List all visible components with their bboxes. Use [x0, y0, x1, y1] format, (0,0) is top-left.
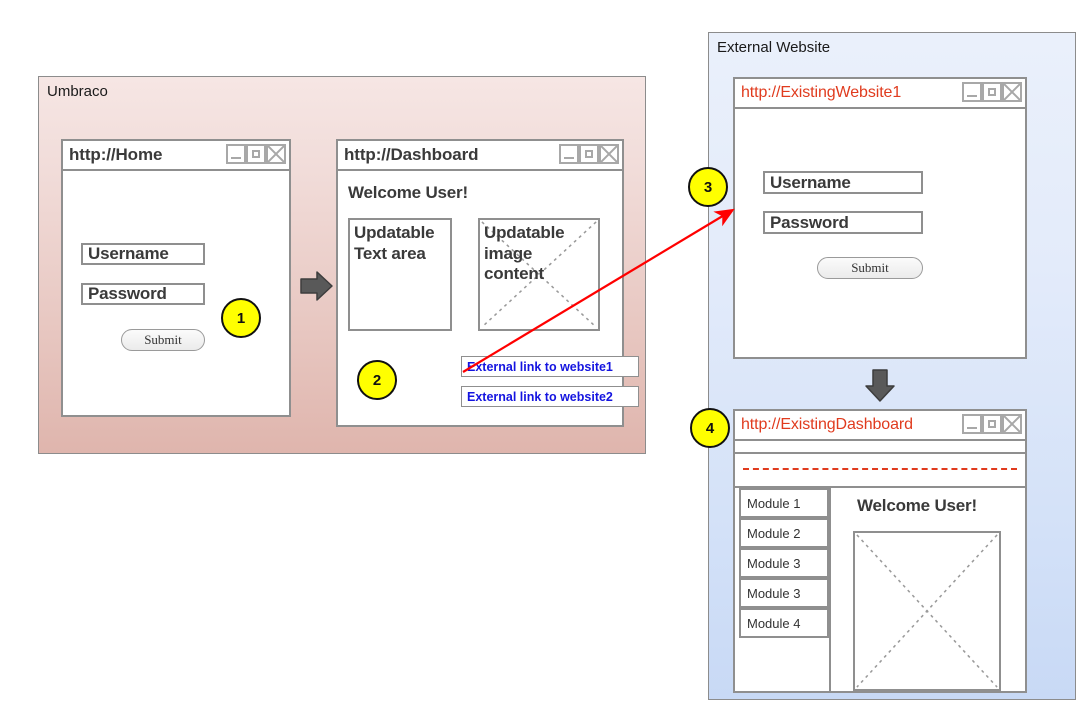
badge-2: 2: [357, 360, 397, 400]
red-dashed-divider: [743, 468, 1017, 470]
minimize-icon[interactable]: [559, 144, 579, 164]
img-line-2: image: [484, 243, 533, 263]
updatable-text-area-label: Updatable Text area: [350, 220, 450, 264]
badge-3: 3: [688, 167, 728, 207]
password-field[interactable]: Password: [763, 211, 923, 234]
external-link-website2[interactable]: External link to website2: [461, 386, 639, 407]
dashboard-welcome-text: Welcome User!: [348, 183, 468, 202]
window-existing-website1-titlebar: http://ExistingWebsite1: [735, 79, 1025, 109]
dashboard-column-divider: [829, 488, 831, 691]
window-dashboard-titlebar: http://Dashboard: [338, 141, 622, 171]
password-field[interactable]: Password: [81, 283, 205, 305]
updatable-text-area[interactable]: Updatable Text area: [348, 218, 452, 331]
img-line-1: Updatable: [484, 223, 565, 242]
updatable-image-content[interactable]: Updatable image content: [478, 218, 600, 331]
close-icon[interactable]: [599, 144, 619, 164]
external-website-container: External Website http://ExistingWebsite1…: [708, 32, 1076, 700]
window-home-titlebar: http://Home: [63, 141, 289, 171]
list-item[interactable]: Module 2: [739, 518, 829, 548]
minimize-icon[interactable]: [226, 144, 246, 164]
image-placeholder-x-icon: [856, 534, 998, 688]
window-existing-dashboard-titlebar: http://ExistingDashboard: [735, 411, 1025, 441]
updatable-image-label: Updatable image content: [480, 220, 598, 285]
list-item[interactable]: Module 4: [739, 608, 829, 638]
external-website-container-label: External Website: [717, 39, 831, 56]
submit-button[interactable]: Submit: [121, 329, 205, 351]
list-item[interactable]: Module 1: [739, 488, 829, 518]
umbraco-container-label: Umbraco: [47, 83, 108, 100]
username-field[interactable]: Username: [763, 171, 923, 194]
window-dashboard-controls[interactable]: [559, 144, 619, 164]
maximize-icon[interactable]: [246, 144, 266, 164]
existing-dashboard-welcome-text: Welcome User!: [857, 496, 977, 515]
home-to-dashboard-arrow: [300, 271, 333, 301]
window-home-controls[interactable]: [226, 144, 286, 164]
website1-to-dashboard-arrow: [865, 369, 895, 402]
window-existing-website1[interactable]: http://ExistingWebsite1 Username Passwor…: [733, 77, 1027, 359]
list-item[interactable]: Module 3: [739, 578, 829, 608]
close-icon[interactable]: [1002, 82, 1022, 102]
text-line-2: Text area: [354, 243, 426, 263]
window-existing-website1-title: http://ExistingWebsite1: [741, 84, 902, 101]
close-icon[interactable]: [266, 144, 286, 164]
maximize-icon[interactable]: [982, 414, 1002, 434]
window-existing-dashboard-body: Module 1 Module 2 Module 3 Module 3 Modu…: [735, 441, 1025, 691]
window-existing-website1-controls[interactable]: [962, 82, 1022, 102]
window-existing-dashboard-title: http://ExistingDashboard: [741, 416, 913, 433]
umbraco-container: Umbraco http://Home Username Password Su…: [38, 76, 646, 454]
maximize-icon[interactable]: [579, 144, 599, 164]
window-home-body: Username Password Submit: [63, 171, 289, 415]
close-icon[interactable]: [1002, 414, 1022, 434]
image-placeholder[interactable]: [853, 531, 1001, 691]
window-home-title: http://Home: [69, 145, 163, 164]
minimize-icon[interactable]: [962, 414, 982, 434]
dashboard-toolbar-strip: [735, 441, 1025, 454]
list-item[interactable]: Module 3: [739, 548, 829, 578]
badge-1: 1: [221, 298, 261, 338]
maximize-icon[interactable]: [982, 82, 1002, 102]
window-dashboard-title: http://Dashboard: [344, 145, 479, 164]
minimize-icon[interactable]: [962, 82, 982, 102]
username-field[interactable]: Username: [81, 243, 205, 265]
submit-button[interactable]: Submit: [817, 257, 923, 279]
img-line-3: content: [484, 264, 544, 284]
window-home[interactable]: http://Home Username Password Submit: [61, 139, 291, 417]
window-existing-dashboard[interactable]: http://ExistingDashboard M: [733, 409, 1027, 693]
badge-4: 4: [690, 408, 730, 448]
text-line-1: Updatable: [354, 223, 435, 242]
dashboard-banner-region: [735, 454, 1025, 488]
window-existing-website1-body: Username Password Submit: [735, 109, 1025, 357]
window-existing-dashboard-controls[interactable]: [962, 414, 1022, 434]
external-link-website1[interactable]: External link to website1: [461, 356, 639, 377]
